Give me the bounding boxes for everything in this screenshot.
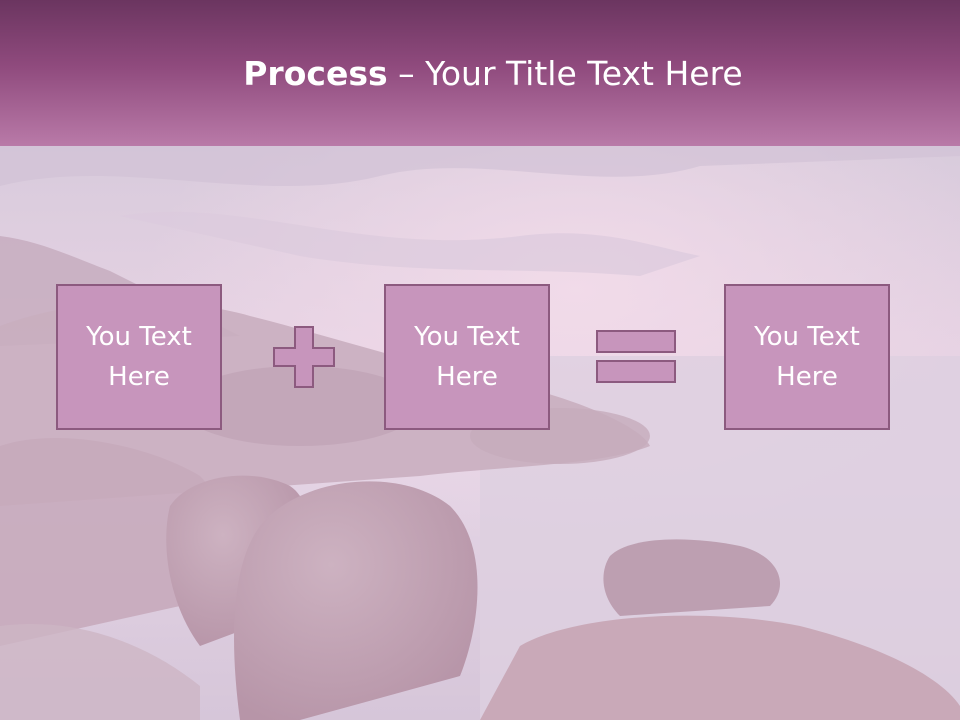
plus-icon (273, 326, 335, 388)
process-box-3-text: You Text Here (754, 322, 860, 392)
equals-icon (596, 330, 676, 383)
process-box-1-text: You Text Here (86, 322, 192, 392)
process-box-1[interactable]: You Text Here (56, 284, 222, 430)
title-bold-part: Process (243, 54, 388, 93)
process-box-2[interactable]: You Text Here (384, 284, 550, 430)
slide-title: Process – Your Title Text Here (0, 52, 960, 96)
background-landscape-image (0, 146, 960, 720)
process-box-2-text: You Text Here (414, 322, 520, 392)
header-band: Process – Your Title Text Here (0, 0, 960, 146)
process-box-3[interactable]: You Text Here (724, 284, 890, 430)
title-regular-part: – Your Title Text Here (387, 54, 743, 93)
